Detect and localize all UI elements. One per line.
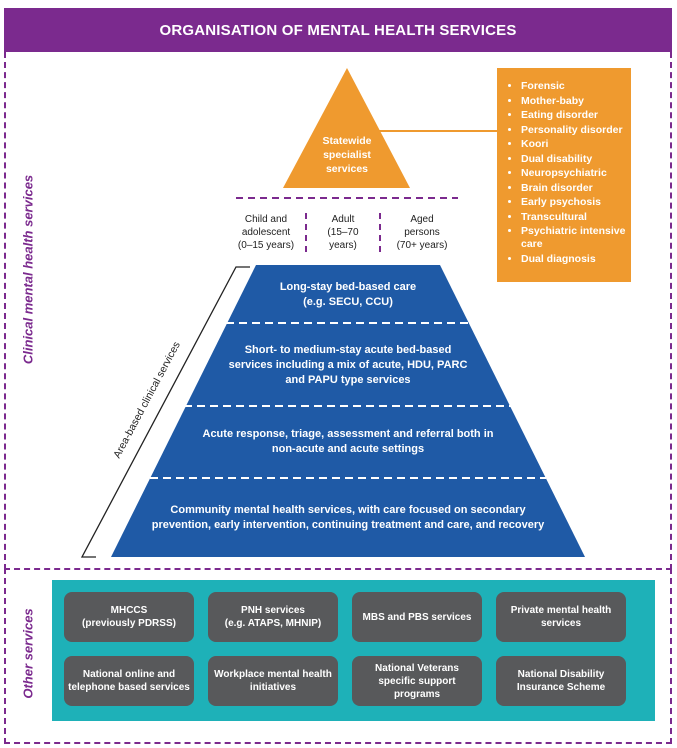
service-mbs-pbs: MBS and PBS services — [352, 592, 482, 642]
tier-line: Community mental health services, with c… — [170, 504, 526, 516]
list-item: Dual disability — [521, 153, 627, 166]
tier-line: Acute response, triage, assessment and r… — [202, 428, 494, 440]
tier-community: Community mental health services, with c… — [134, 482, 562, 554]
tier-line: Short- to medium-stay acute bed-based — [244, 343, 452, 356]
age-line: adolescent — [241, 227, 291, 238]
pill-line: specific support — [378, 675, 456, 687]
age-group-child: Child and adolescent (0–15 years) — [228, 213, 304, 252]
age-line: Child and — [244, 214, 288, 225]
service-ndis: National Disability Insurance Scheme — [496, 656, 626, 706]
tier-line: (e.g. SECU, CCU) — [303, 296, 393, 308]
list-item: Forensic — [521, 80, 627, 93]
list-item: Neuropsychiatric — [521, 167, 627, 180]
age-line: Aged — [410, 214, 434, 225]
age-group-aged: Aged persons (70+ years) — [384, 213, 460, 252]
pill-line: Insurance Scheme — [516, 682, 606, 693]
pill-line: initiatives — [249, 682, 297, 693]
list-item: Brain disorder — [521, 182, 627, 195]
tier-line: and PAPU type services — [285, 373, 411, 386]
service-national-online: National online and telephone based serv… — [64, 656, 194, 706]
list-item: Koori — [521, 138, 627, 151]
service-workplace: Workplace mental health initiatives — [208, 656, 338, 706]
clinical-services-frame — [4, 52, 672, 570]
pill-line: MBS and PBS services — [362, 611, 472, 623]
list-item: Transcultural — [521, 211, 627, 224]
page-title: ORGANISATION OF MENTAL HEALTH SERVICES — [4, 8, 672, 52]
list-item: Dual diagnosis — [521, 253, 627, 266]
list-item: Mother-baby — [521, 95, 627, 108]
age-line: (15–70 — [327, 227, 359, 238]
list-item: Psychiatric intensive care — [521, 225, 627, 251]
pill-line: Workplace mental health — [214, 669, 332, 680]
statewide-triangle — [283, 68, 410, 188]
service-pnh: PNH services (e.g. ATAPS, MHNIP) — [208, 592, 338, 642]
service-veterans: National Veterans specific support progr… — [352, 656, 482, 706]
pill-line: National online and — [82, 669, 176, 680]
pill-line: telephone based services — [68, 682, 190, 693]
age-line: (70+ years) — [396, 240, 448, 251]
tier-line: prevention, early intervention, continui… — [151, 519, 545, 531]
service-private: Private mental health services — [496, 592, 626, 642]
list-item: Personality disorder — [521, 124, 627, 137]
tier-acute-response: Acute response, triage, assessment and r… — [170, 410, 526, 474]
pill-line: PNH services — [241, 605, 305, 616]
area-based-bracket — [80, 266, 250, 558]
age-line: persons — [404, 227, 440, 238]
statewide-label: Statewide specialist services — [297, 134, 397, 176]
pill-line: Private mental health — [510, 605, 612, 616]
age-line: Adult — [331, 214, 355, 225]
pill-line: MHCCS — [110, 605, 148, 616]
tier-long-stay: Long-stay bed-based care (e.g. SECU, CCU… — [250, 270, 446, 320]
other-services-frame — [4, 568, 672, 744]
pill-line: programs — [393, 688, 441, 700]
area-based-pyramid — [111, 265, 585, 557]
specialist-services-list: Forensic Mother-baby Eating disorder Per… — [497, 68, 631, 282]
tier-line: services including a mix of acute, HDU, … — [228, 358, 468, 371]
tier-short-medium-stay: Short- to medium-stay acute bed-based se… — [210, 328, 486, 402]
tier-line: Long-stay bed-based care — [279, 281, 417, 293]
pill-line: National Disability — [517, 669, 605, 680]
tier-line: non-acute and acute settings — [271, 443, 425, 455]
statewide-line-3: services — [325, 163, 369, 175]
statewide-line-1: Statewide — [322, 135, 372, 147]
statewide-line-2: specialist — [323, 149, 371, 161]
service-mhccs: MHCCS (previously PDRSS) — [64, 592, 194, 642]
pill-line: services — [540, 618, 582, 629]
pill-line: (previously PDRSS) — [82, 618, 176, 629]
pill-line: (e.g. ATAPS, MHNIP) — [224, 618, 322, 629]
list-item: Early psychosis — [521, 196, 627, 209]
age-group-adult: Adult (15–70 years) — [310, 213, 376, 252]
age-line: (0–15 years) — [237, 240, 295, 251]
list-item: Eating disorder — [521, 109, 627, 122]
age-line: years) — [329, 240, 357, 251]
pill-line: National Veterans — [375, 662, 459, 674]
